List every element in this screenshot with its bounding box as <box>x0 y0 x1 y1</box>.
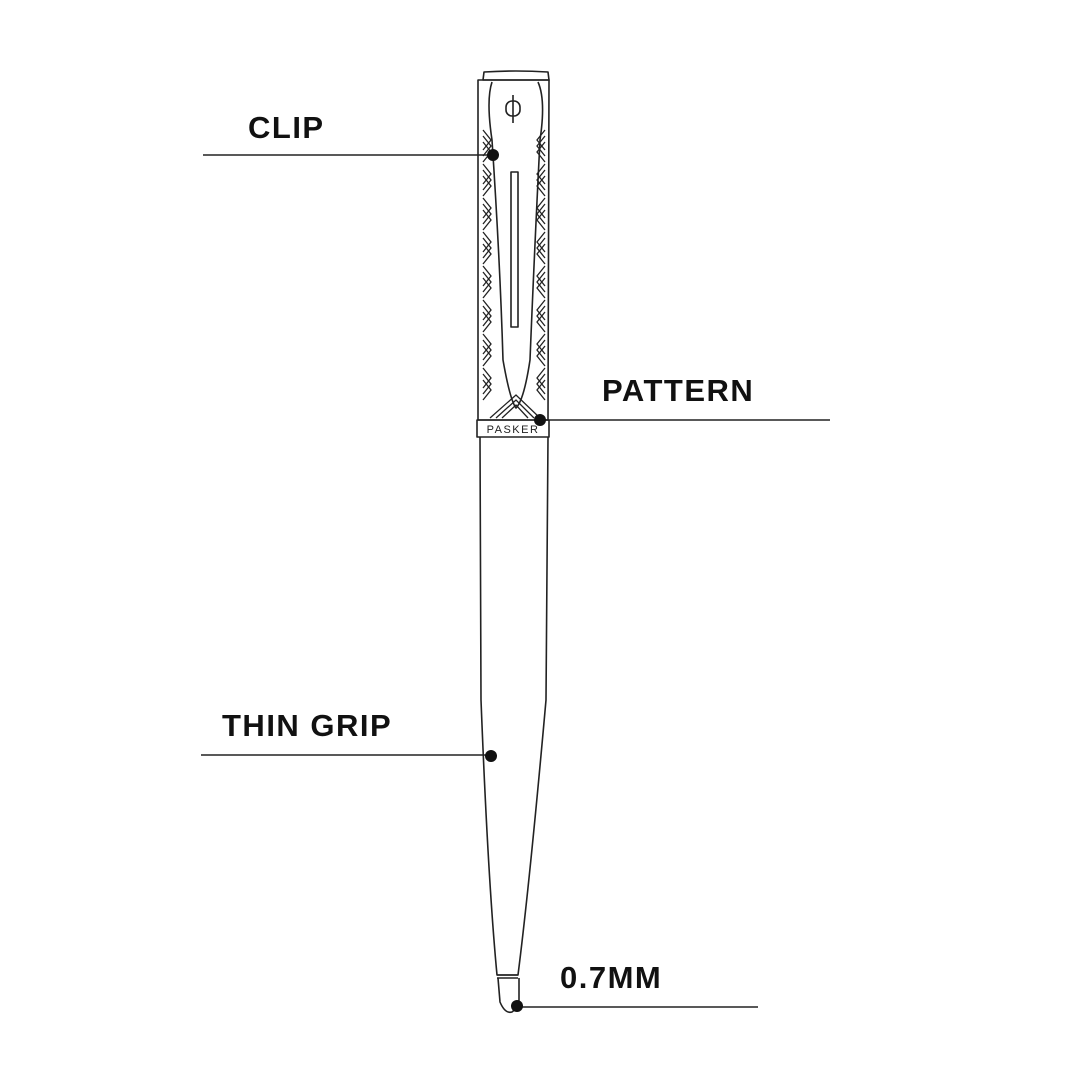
cap-top <box>482 70 550 81</box>
pattern-label: PATTERN <box>602 373 755 408</box>
thin-grip-label: THIN GRIP <box>222 708 393 743</box>
barrel <box>479 436 549 976</box>
clip-dot <box>487 149 499 161</box>
tip-size-label: 0.7MM <box>560 960 663 995</box>
brand-band-text: PASKER <box>487 424 540 436</box>
clip-shape <box>488 81 544 409</box>
tip-dot <box>511 1000 523 1012</box>
clip-label: CLIP <box>248 110 325 145</box>
pattern-dot <box>534 414 546 426</box>
grip-dot <box>485 750 497 762</box>
brand-band <box>476 419 550 438</box>
cap-pattern <box>482 129 546 419</box>
clip-slot <box>510 171 519 328</box>
